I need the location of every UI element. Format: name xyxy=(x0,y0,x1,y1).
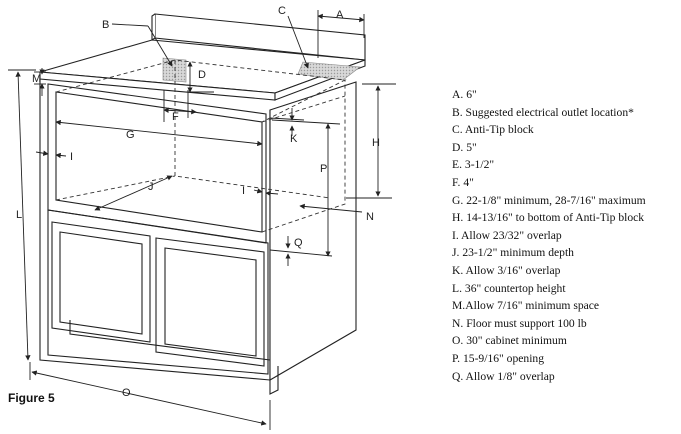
label-o: O xyxy=(122,387,131,399)
label-g: G xyxy=(126,129,135,141)
legend-item-j: J. 23-1/2" minimum depth xyxy=(452,246,574,260)
legend-item-f: F. 4" xyxy=(452,175,474,189)
toe-kick xyxy=(69,320,279,395)
label-m: M xyxy=(32,73,41,85)
legend-item-m: M.Allow 7/16" minimum space xyxy=(452,299,600,313)
dimension-lines xyxy=(8,10,396,430)
label-f: F xyxy=(172,111,179,123)
legend-item-g: G. 22-1/8" minimum, 28-7/16" maximum xyxy=(452,193,646,207)
side-panel xyxy=(269,81,357,381)
figure-caption: Figure 5 xyxy=(8,391,55,405)
legend-item-p: P. 15-9/16" opening xyxy=(452,351,545,365)
legend-item-a: A. 6" xyxy=(452,88,477,101)
legend-item-b: B. Suggested electrical outlet location* xyxy=(452,105,634,119)
legend-item-h: H. 14-13/16" to bottom of Anti-Tip block xyxy=(452,211,645,225)
label-k: K xyxy=(290,133,298,145)
legend-item-q: Q. Allow 1/8" overlap xyxy=(452,369,555,383)
label-l: L xyxy=(16,209,22,221)
label-h: H xyxy=(372,137,380,149)
label-b: B xyxy=(102,19,109,31)
label-d: D xyxy=(198,69,206,81)
label-a: A xyxy=(336,9,344,21)
label-c: C xyxy=(278,5,286,17)
legend-item-o: O. 30" cabinet minimum xyxy=(452,334,567,348)
legend-item-e: E. 3-1/2" xyxy=(452,158,495,172)
legend-item-i: I. Allow 23/32" overlap xyxy=(452,228,562,242)
dimension-legend: A. 6" B. Suggested electrical outlet loc… xyxy=(452,86,681,385)
legend-item-k: K. Allow 3/16" overlap xyxy=(452,263,561,277)
label-j: J xyxy=(148,181,154,193)
legend-item-d: D. 5" xyxy=(452,140,477,154)
cabinet-doors xyxy=(51,221,265,367)
legend-item-c: C. Anti-Tip block xyxy=(452,123,534,137)
dimension-labels: A B C D F G H I I J K L M N O P Q xyxy=(16,5,380,399)
label-p: P xyxy=(320,163,327,175)
label-i-right: I xyxy=(242,185,245,197)
anti-tip-block xyxy=(297,61,361,81)
legend-item-l: L. 36" countertop height xyxy=(452,281,566,295)
legend-item-n: N. Floor must support 100 lb xyxy=(452,316,587,330)
label-q: Q xyxy=(294,237,303,249)
label-n: N xyxy=(366,211,374,223)
outlet-location xyxy=(162,57,187,83)
label-i-left: I xyxy=(70,151,73,163)
